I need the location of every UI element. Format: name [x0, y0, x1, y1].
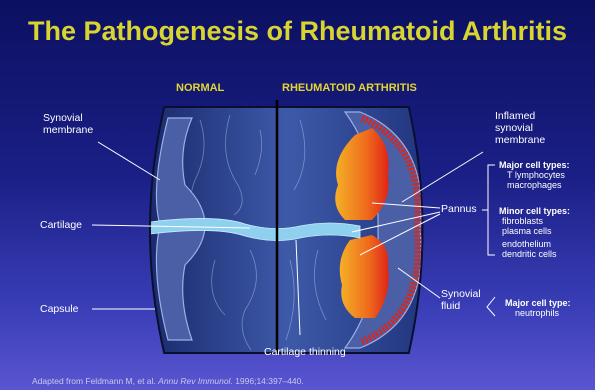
synovial-fluid-label: Synovial fluid — [441, 288, 481, 312]
minor-cell-types-heading: Minor cell types: — [499, 206, 570, 216]
minor-cell-type-item: endothelium — [502, 239, 570, 249]
major-cell-type-item: T lymphocytes — [507, 170, 570, 180]
fluid-cell-type-item: neutrophils — [505, 308, 571, 318]
pannus-label: Pannus — [441, 203, 477, 215]
cartilage-label: Cartilage — [40, 219, 82, 231]
ra-header: RHEUMATOID ARTHRITIS — [282, 82, 417, 94]
normal-header: NORMAL — [176, 82, 224, 94]
minor-cell-type-item: fibroblasts — [502, 216, 570, 226]
citation: Adapted from Feldmann M, et al. Annu Rev… — [32, 376, 304, 386]
minor-cell-type-item: dendritic cells — [502, 249, 570, 259]
citation-prefix: Adapted from Feldmann M, et al. — [32, 376, 156, 386]
cartilage-thinning-label: Cartilage thinning — [264, 346, 346, 358]
major-cell-types-heading: Major cell types: — [499, 160, 570, 170]
citation-journal: Annu Rev Immunol. — [158, 376, 233, 386]
pannus-lower — [340, 235, 389, 318]
fluid-cell-type-heading: Major cell type: — [505, 298, 571, 308]
minor-cell-type-item: plasma cells — [502, 226, 570, 236]
citation-suffix: 1996;14:397–440. — [235, 376, 304, 386]
inflamed-membrane-label: Inflamed synovial membrane — [495, 110, 545, 146]
major-cell-types: Major cell types: T lymphocytes macropha… — [499, 160, 570, 190]
minor-cell-types: Minor cell types: fibroblasts plasma cel… — [499, 206, 570, 259]
synovial-membrane-label: Synovial membrane — [43, 112, 93, 136]
major-cell-type-item: macrophages — [507, 180, 570, 190]
capsule-label: Capsule — [40, 303, 79, 315]
fluid-cell-type: Major cell type: neutrophils — [505, 298, 571, 318]
